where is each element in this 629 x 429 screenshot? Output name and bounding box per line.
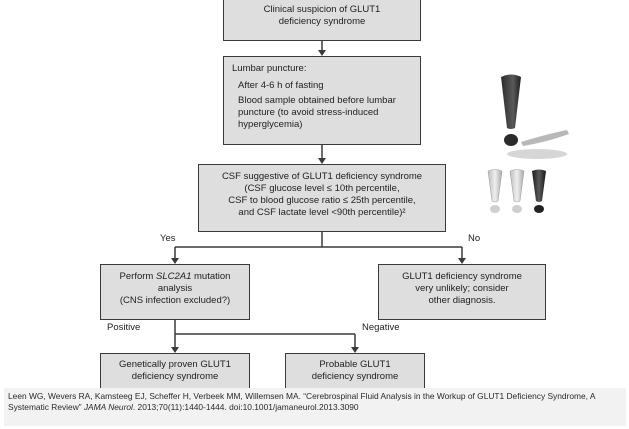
edge-label-negative: Negative bbox=[362, 322, 400, 333]
node-probable: Probable GLUT1 deficiency syndrome bbox=[285, 353, 425, 389]
arrowhead-unlikely bbox=[458, 258, 466, 264]
node-mutation-analysis: Perform SLC2A1 mutation analysis (CNS in… bbox=[100, 264, 250, 320]
edge-label-no: No bbox=[468, 233, 481, 244]
arrowhead-csf bbox=[318, 158, 326, 164]
exclamation-group-icon bbox=[487, 169, 546, 213]
node-unlikely: GLUT1 deficiency syndrome very unlikely;… bbox=[378, 264, 546, 320]
arrowhead-mutation bbox=[171, 258, 179, 264]
arrowhead-probable bbox=[351, 347, 359, 353]
node-genetically-proven: Genetically proven GLUT1 deficiency synd… bbox=[100, 353, 250, 389]
exclamation-icon bbox=[501, 74, 569, 159]
citation-line-2: Systematic Review” JAMA Neurol. 2013;70(… bbox=[8, 402, 359, 412]
arrowhead-proven bbox=[171, 347, 179, 353]
citation-caption: Leen WG, Wevers RA, Kamsteeg EJ, Scheffe… bbox=[4, 388, 626, 426]
edge-label-positive: Positive bbox=[107, 322, 141, 333]
lumbar-title: Lumbar puncture: bbox=[232, 63, 307, 74]
journal-name: JAMA Neurol bbox=[83, 402, 133, 412]
node-csf-criteria: CSF suggestive of GLUT1 deficiency syndr… bbox=[198, 164, 446, 232]
edge-label-yes: Yes bbox=[160, 233, 176, 244]
gene-name: SLC2A1 bbox=[155, 271, 192, 282]
node-clinical-suspicion: Clinical suspicion of GLUT1 deficiency s… bbox=[223, 0, 421, 41]
citation-line-1: Leen WG, Wevers RA, Kamsteeg EJ, Scheffe… bbox=[8, 391, 596, 401]
connector-lines bbox=[171, 41, 466, 353]
node-lumbar-puncture: Lumbar puncture: After 4-6 h of fasting … bbox=[223, 56, 421, 145]
arrowhead-lumbar bbox=[318, 50, 326, 56]
